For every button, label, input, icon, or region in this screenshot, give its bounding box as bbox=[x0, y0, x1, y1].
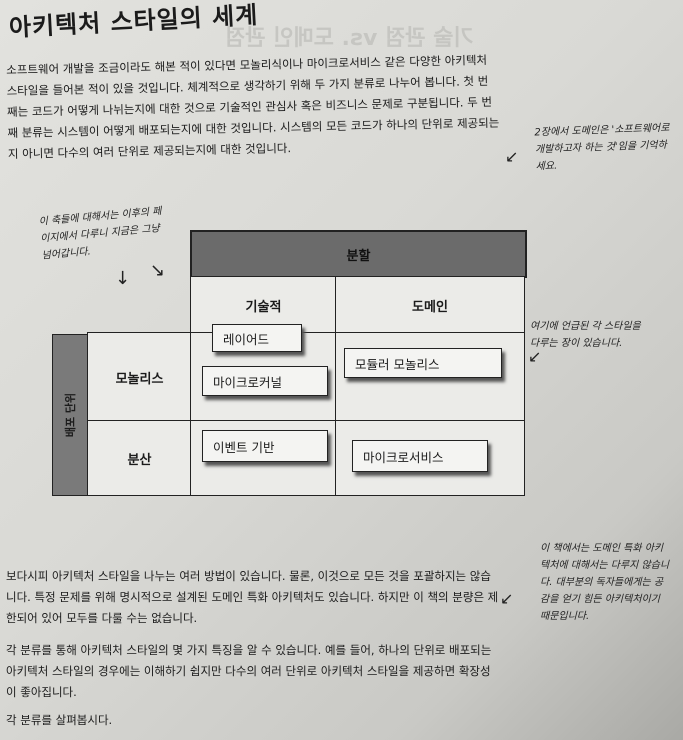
partitioning-header: 분할 bbox=[190, 230, 527, 278]
architecture-style-diagram: 분할 기술적 도메인 배포 단위 모놀리스 분산 레이어드 마이크로커널 모듈러… bbox=[50, 230, 527, 496]
arrow-icon: ↓ bbox=[115, 268, 131, 289]
note-styles: 여기에 언급된 각 스타일을 다루는 장이 있습니다. bbox=[530, 321, 641, 349]
style-microkernel: 마이크로커널 bbox=[202, 366, 328, 396]
page-title: 아키텍처 스타일의 세계 bbox=[8, 0, 259, 42]
column-domain: 도메인 bbox=[335, 276, 525, 334]
note-chapter2: 2장에서 도메인은 '소프트웨어로 개발하고자 하는 것'임을 기억하세요. bbox=[534, 122, 670, 173]
deployment-unit-header: 배포 단위 bbox=[52, 334, 88, 496]
arrow-icon: ↙ bbox=[505, 147, 519, 166]
paragraph-3: 각 분류를 살펴봅시다. bbox=[6, 713, 113, 727]
note-domain-specific: 이 책에서는 도메인 특화 아키텍처에 대해서는 다루지 않습니다. 대부분의 … bbox=[540, 543, 670, 622]
arrow-icon: ↙ bbox=[528, 347, 542, 366]
style-event-driven: 이벤트 기반 bbox=[202, 430, 328, 462]
style-modular-monolith: 모듈러 모놀리스 bbox=[344, 348, 502, 378]
row-monolith: 모놀리스 bbox=[87, 332, 192, 422]
style-microservices: 마이크로서비스 bbox=[352, 440, 488, 472]
intro-paragraph: 소프트웨어 개발을 조금이라도 해본 적이 있다면 모놀리식이나 마이크로서비스… bbox=[6, 52, 500, 161]
paragraph-2: 각 분류를 통해 아키텍처 스타일의 몇 가지 특징을 알 수 있습니다. 예를… bbox=[6, 643, 492, 699]
arrow-icon: ↙ bbox=[500, 589, 514, 608]
row-distributed: 분산 bbox=[87, 420, 192, 496]
arrow-icon: ↘ bbox=[150, 260, 166, 281]
bleed-through-heading: 기술 관점 vs. 도메인 관점 bbox=[225, 26, 474, 51]
style-layered: 레이어드 bbox=[212, 324, 302, 352]
paragraph-1: 보다시피 아키텍처 스타일을 나누는 여러 방법이 있습니다. 물론, 이것으로… bbox=[6, 569, 499, 625]
